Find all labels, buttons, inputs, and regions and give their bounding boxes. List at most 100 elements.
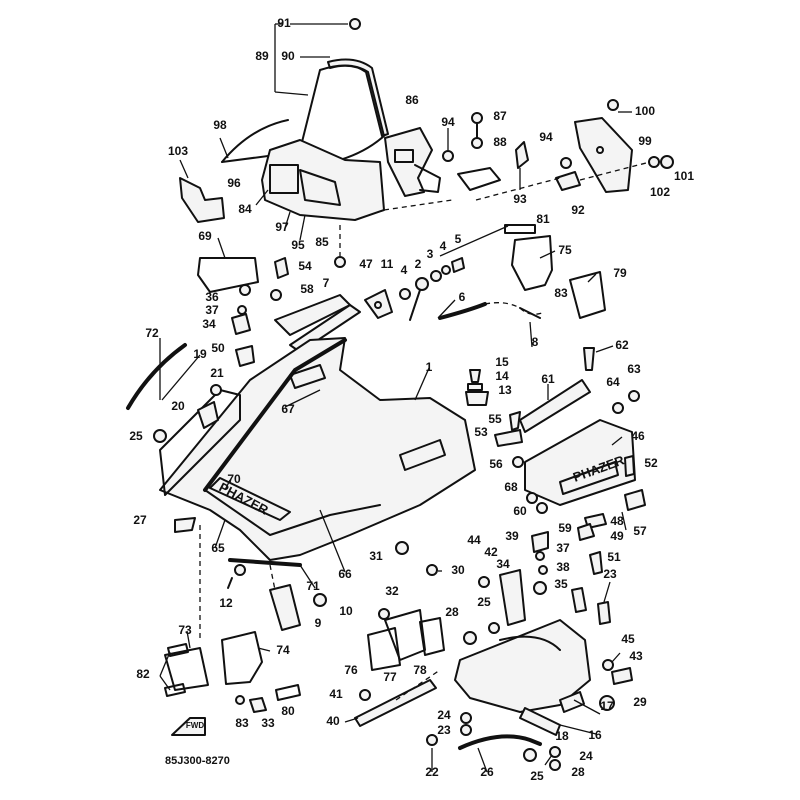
- right-side-parts: PHAZER: [465, 347, 646, 575]
- callout-71: 71: [306, 579, 320, 593]
- hood-body: [159, 337, 476, 561]
- callout-24b: 24: [579, 749, 593, 763]
- callout-20: 20: [171, 399, 185, 413]
- callout-50: 50: [211, 341, 225, 355]
- leader-23a: [603, 581, 611, 603]
- grommet-30: [426, 564, 438, 576]
- callout-69: 69: [198, 229, 212, 243]
- bolt-43: [611, 667, 633, 685]
- bracket-13: [465, 391, 489, 406]
- callout-31: 31: [369, 549, 383, 563]
- bracket-99-hole: [596, 146, 604, 154]
- callout-75: 75: [558, 243, 572, 257]
- callout-25b: 25: [477, 595, 491, 609]
- upper-cowl: [261, 139, 385, 221]
- callout-7: 7: [323, 276, 330, 290]
- leader-82b: [159, 675, 171, 691]
- leader-82a: [159, 651, 171, 677]
- callout-16: 16: [588, 728, 602, 742]
- nut-25a: [153, 429, 167, 443]
- bracket-103: [179, 177, 225, 223]
- callout-65: 65: [211, 541, 225, 555]
- nut-101: [660, 155, 674, 169]
- leader-70: [224, 479, 231, 491]
- windshield: [299, 64, 385, 161]
- rivet-83b: [235, 695, 245, 705]
- leader-57: [621, 511, 627, 531]
- bracket-18: [519, 707, 561, 736]
- nut-94a: [442, 150, 454, 162]
- callout-82: 82: [136, 667, 150, 681]
- cable-6-end: [484, 302, 546, 315]
- bolt-12-shank: [227, 577, 233, 589]
- drawing-number: 85J300-8270: [165, 755, 230, 767]
- callout-95: 95: [291, 238, 305, 252]
- callout-38: 38: [556, 560, 570, 574]
- callout-97: 97: [275, 220, 289, 234]
- leader-66: [319, 509, 346, 573]
- bracket-59: [531, 531, 549, 553]
- dash-link-3: [383, 199, 453, 211]
- leader-1: [414, 367, 430, 401]
- leader-69: [217, 237, 226, 259]
- panel-79: [569, 271, 606, 319]
- hood-stripe-67: [203, 338, 347, 492]
- bracket-20: [197, 401, 219, 429]
- nut-28b: [549, 759, 561, 771]
- side-panel-logo-strip: [559, 461, 619, 495]
- callout-83b: 83: [235, 716, 249, 730]
- callout-103: 103: [168, 144, 188, 158]
- callout-91: 91: [277, 16, 291, 30]
- callout-68: 68: [504, 480, 518, 494]
- main-hood: PHAZER: [159, 337, 476, 567]
- callout-64: 64: [606, 375, 620, 389]
- leader-19: [161, 354, 201, 401]
- trim-strip-98-base: [221, 155, 269, 163]
- callout-98: 98: [213, 118, 227, 132]
- washer-37b: [535, 551, 545, 561]
- callout-25a: 25: [129, 429, 143, 443]
- clip-92: [555, 171, 581, 191]
- screw-100: [607, 99, 619, 111]
- bushing-3: [430, 270, 442, 282]
- callout-42: 42: [484, 545, 498, 559]
- stud-23a: [597, 601, 611, 625]
- callout-23a: 23: [603, 567, 617, 581]
- leader-lines: [159, 137, 627, 773]
- callout-85: 85: [315, 235, 329, 249]
- callout-94a: 94: [441, 115, 455, 129]
- leader-45: [611, 652, 621, 663]
- nut-35: [533, 581, 547, 595]
- callout-93: 93: [513, 192, 527, 206]
- bracket-61: [519, 379, 591, 433]
- nut-23b: [460, 724, 472, 736]
- upper-middle-parts: [197, 224, 606, 353]
- clip-57: [624, 489, 646, 511]
- lever-rod: [409, 289, 421, 321]
- panel-74: [221, 631, 263, 685]
- left-small-parts: [153, 345, 409, 631]
- callout-43: 43: [629, 649, 643, 663]
- panel-76: [367, 627, 401, 671]
- callout-52: 52: [644, 456, 658, 470]
- callout-23b: 23: [437, 723, 451, 737]
- callout-34b: 34: [496, 557, 510, 571]
- leader-71: [299, 564, 316, 589]
- screw-91: [349, 18, 361, 30]
- callout-12: 12: [219, 596, 233, 610]
- leader-24b: [544, 754, 553, 766]
- leader-6: [437, 299, 456, 319]
- bolt-41: [359, 689, 371, 701]
- callout-92: 92: [571, 203, 585, 217]
- callout-27: 27: [133, 513, 147, 527]
- callout-28a: 28: [445, 605, 459, 619]
- bushing-2: [415, 277, 429, 291]
- callout-99: 99: [638, 134, 652, 148]
- nut-28a: [463, 631, 477, 645]
- cowl-panel: [299, 169, 341, 206]
- spring-8: [519, 307, 541, 319]
- clip-50: [235, 345, 255, 367]
- lower-middle-parts: [354, 564, 477, 727]
